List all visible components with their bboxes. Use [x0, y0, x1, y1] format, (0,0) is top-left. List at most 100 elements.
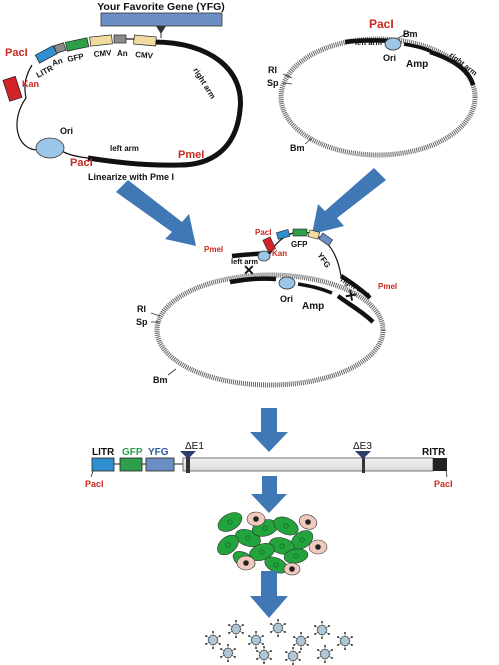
arrow-down-2 [251, 476, 287, 513]
e3-marker [362, 456, 365, 473]
cell-nucleus [293, 553, 299, 559]
left-arm-segment [87, 155, 181, 168]
kan-label-3: Kan [272, 249, 287, 258]
paci-label-lin-right: PacI [434, 479, 453, 489]
paci-label-2: PacI [369, 17, 394, 31]
bm-pointer-bottom [304, 137, 313, 145]
right-arm-label: right arm [191, 66, 217, 100]
virion-knob [306, 636, 309, 638]
virion [337, 632, 353, 650]
virion-knob [220, 656, 223, 658]
virion-knob [218, 635, 221, 637]
virion-knob [327, 633, 330, 635]
genome-backbone [182, 457, 434, 472]
litr-label: LITR [35, 63, 55, 79]
kan-segment [2, 75, 23, 102]
virus-particles [205, 619, 353, 665]
virion-knob [228, 624, 231, 626]
cmv-segment-1 [89, 34, 113, 47]
virion-knob [306, 644, 309, 646]
virion [248, 631, 264, 649]
gfp-box [119, 457, 143, 472]
virion-knob [344, 632, 346, 634]
an-label-2: An [117, 49, 128, 58]
virion-knob [263, 646, 265, 648]
backbone-plasmid: PacI Bm left arm Ori Amp right arm RI Sp… [267, 17, 479, 158]
ritr-label: RITR [422, 447, 446, 458]
virion-knob [321, 637, 323, 639]
virion-capsid [258, 650, 270, 660]
yfg-fragment [318, 232, 334, 247]
bm-pointer-top [397, 31, 411, 39]
virion-knob [317, 657, 320, 659]
ori-element-3 [278, 276, 296, 290]
virion-knob [205, 635, 208, 637]
virion-knob [344, 648, 346, 650]
hatched-backbone-3 [154, 272, 386, 388]
an-segment-2 [113, 34, 127, 44]
virion-knob [330, 657, 333, 659]
green-cell [273, 516, 299, 536]
pmei-label-left: PmeI [204, 245, 223, 254]
right-arm-segment-2 [429, 49, 476, 86]
paci-pointer-right [445, 470, 448, 478]
virion [317, 645, 333, 663]
litr-fragment [276, 229, 291, 240]
arrow-down-3 [250, 571, 288, 618]
right-arm-segment-3 [336, 294, 375, 324]
yfg-banner [100, 12, 223, 27]
virion-knob [248, 635, 251, 637]
virion-knob [233, 648, 236, 650]
virion-capsid [287, 651, 299, 661]
virion-knob [300, 632, 302, 634]
virion-knob [337, 644, 340, 646]
virion [228, 620, 244, 638]
virion-knob [255, 647, 257, 649]
ori-label-2: Ori [383, 53, 396, 63]
cell-nucleus [283, 523, 289, 529]
paci-label-top: PacI [5, 47, 28, 59]
left-arm-label-2: left arm [355, 38, 382, 47]
ori-element-2 [384, 37, 402, 51]
cmv-segment-2 [133, 34, 157, 47]
amp-label-2: Amp [406, 59, 428, 70]
litr-label-lin: LITR [92, 447, 115, 458]
virion-knob [212, 647, 214, 649]
virion-knob [337, 636, 340, 638]
transfected-cells [217, 511, 328, 576]
virion [293, 632, 309, 650]
virion-knob [283, 623, 286, 625]
gfp-label: GFP [67, 52, 86, 64]
paci-label-lin-left: PacI [85, 479, 104, 489]
virion-knob [270, 623, 273, 625]
cell-nucleus [305, 519, 311, 525]
virion-knob [241, 624, 244, 626]
virion-knob [314, 625, 317, 627]
cell-nucleus [253, 516, 259, 522]
yfg-title: Your Favorite Gene (YFG) [97, 1, 225, 13]
virion-knob [321, 621, 323, 623]
right-arm-segment [153, 39, 243, 168]
virion [314, 621, 330, 639]
virion-knob [256, 650, 259, 652]
sp-pointer [282, 82, 293, 85]
virion-knob [293, 636, 296, 638]
e3-label: ΔE3 [353, 441, 372, 452]
cell-nucleus [225, 542, 231, 548]
paci-label-bottom: PacI [70, 157, 93, 169]
yfg-label-lin: YFG [148, 447, 169, 458]
virion-knob [298, 651, 301, 653]
linearize-caption: Linearize with Pme I [88, 172, 174, 182]
virion-knob [261, 635, 264, 637]
green-cell [283, 548, 309, 564]
e3-triangle [355, 451, 371, 459]
crossover-left: ✕ [243, 262, 255, 278]
gfp-segment [64, 37, 90, 52]
arrow-right-diagonal [312, 168, 386, 234]
virion-knob [330, 649, 333, 651]
backbone-left [16, 97, 39, 151]
recombination-diagram: ✕ ✕ PmeI PacI Kan left arm GFP YFG right… [136, 228, 397, 388]
virion-knob [218, 643, 221, 645]
virion-knob [248, 643, 251, 645]
virion [205, 631, 221, 649]
